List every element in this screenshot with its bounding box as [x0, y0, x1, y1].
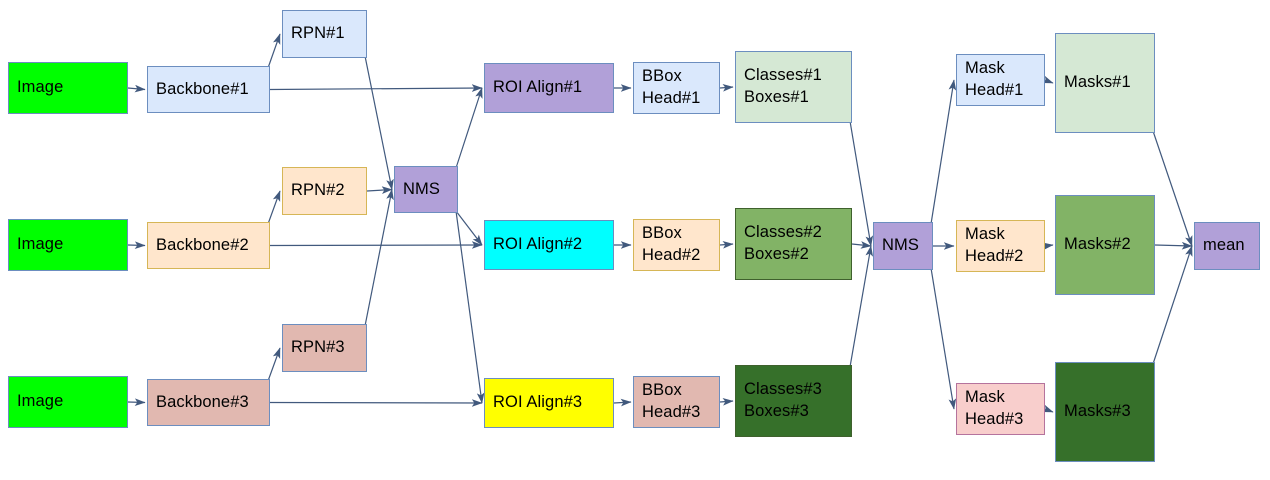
node-label-roialign1: ROI Align#1	[493, 78, 583, 97]
edge-classes3-to-nms2	[849, 245, 874, 368]
edge-roialign3-to-bboxhead3	[613, 398, 632, 407]
edge-nms1-to-roialign2	[455, 210, 483, 246]
edge-bboxhead3-to-classes3	[719, 397, 734, 406]
node-image1[interactable]: Image	[8, 62, 128, 114]
node-masks3[interactable]: Masks#3	[1055, 362, 1155, 462]
node-label-backbone1: Backbone#1	[156, 79, 249, 98]
node-label-maskhead2: Mask Head#2	[965, 225, 1024, 265]
node-label-maskhead3: Mask Head#3	[965, 388, 1024, 428]
edge-rpn1-to-nms1	[364, 55, 394, 191]
edge-image3-to-backbone3	[127, 398, 146, 407]
node-maskhead1[interactable]: Mask Head#1	[956, 54, 1045, 106]
edge-bboxhead2-to-classes2	[719, 240, 734, 249]
edge-rpn2-to-nms1	[366, 186, 393, 194]
edge-rpn3-to-nms1	[364, 188, 394, 327]
edge-backbone2-to-roialign2	[269, 241, 483, 249]
edge-backbone2-to-rpn2	[267, 190, 281, 225]
node-label-masks1: Masks#1	[1064, 73, 1131, 92]
edge-masks3-to-mean	[1152, 245, 1193, 365]
node-maskhead2[interactable]: Mask Head#2	[956, 220, 1045, 272]
edge-maskhead2-to-masks2	[1042, 242, 1054, 251]
node-masks1[interactable]: Masks#1	[1055, 33, 1155, 133]
node-label-classes3: Classes#3 Boxes#3	[744, 380, 822, 420]
node-label-rpn3: RPN#3	[291, 338, 345, 357]
node-backbone1[interactable]: Backbone#1	[147, 66, 270, 113]
node-backbone2[interactable]: Backbone#2	[147, 222, 270, 269]
edge-backbone3-to-rpn3	[267, 347, 281, 382]
node-label-roialign3: ROI Align#3	[493, 393, 583, 412]
node-label-rpn2: RPN#2	[291, 181, 345, 200]
edge-image1-to-backbone1	[127, 84, 146, 93]
node-mean[interactable]: mean	[1194, 222, 1260, 270]
node-label-image1: Image	[17, 78, 64, 97]
edge-classes1-to-nms2	[849, 120, 874, 247]
node-classes3[interactable]: Classes#3 Boxes#3	[735, 365, 852, 437]
node-rpn2[interactable]: RPN#2	[282, 167, 367, 215]
node-label-nms2: NMS	[882, 236, 919, 255]
edge-nms1-to-roialign1	[455, 87, 483, 169]
node-label-backbone3: Backbone#3	[156, 392, 249, 411]
edge-backbone1-to-rpn1	[267, 33, 281, 69]
node-label-rpn1: RPN#1	[291, 24, 345, 43]
node-label-bboxhead3: BBox Head#3	[642, 381, 701, 421]
node-label-bboxhead1: BBox Head#1	[642, 67, 701, 107]
node-label-bboxhead2: BBox Head#2	[642, 224, 701, 264]
edge-masks1-to-mean	[1152, 130, 1193, 247]
node-label-backbone2: Backbone#2	[156, 235, 249, 254]
node-label-masks2: Masks#2	[1064, 235, 1131, 254]
edge-bboxhead1-to-classes1	[719, 83, 734, 92]
edge-maskhead1-to-masks1	[1042, 75, 1054, 84]
edge-backbone3-to-roialign3	[269, 399, 483, 407]
edge-classes2-to-nms2	[851, 241, 872, 249]
node-label-maskhead1: Mask Head#1	[965, 59, 1024, 99]
node-nms1[interactable]: NMS	[394, 166, 458, 213]
node-bboxhead2[interactable]: BBox Head#2	[633, 219, 720, 271]
node-label-nms1: NMS	[403, 179, 440, 198]
node-rpn3[interactable]: RPN#3	[282, 324, 367, 372]
edge-nms1-to-roialign3	[455, 210, 485, 404]
node-label-image2: Image	[17, 235, 64, 254]
node-label-classes1: Classes#1 Boxes#1	[744, 66, 822, 106]
node-label-classes2: Classes#2 Boxes#2	[744, 223, 822, 263]
node-image2[interactable]: Image	[8, 219, 128, 271]
node-label-mean: mean	[1203, 236, 1245, 255]
edge-nms2-to-maskhead1	[930, 79, 957, 225]
node-roialign2[interactable]: ROI Align#2	[484, 220, 614, 270]
node-bboxhead1[interactable]: BBox Head#1	[633, 62, 720, 114]
node-classes2[interactable]: Classes#2 Boxes#2	[735, 208, 852, 280]
node-image3[interactable]: Image	[8, 376, 128, 428]
node-nms2[interactable]: NMS	[873, 222, 933, 270]
node-roialign3[interactable]: ROI Align#3	[484, 378, 614, 428]
node-bboxhead3[interactable]: BBox Head#3	[633, 376, 720, 428]
edge-maskhead3-to-masks3	[1042, 404, 1054, 413]
node-backbone3[interactable]: Backbone#3	[147, 379, 270, 426]
node-rpn1[interactable]: RPN#1	[282, 10, 367, 58]
node-label-roialign2: ROI Align#2	[493, 235, 583, 254]
node-label-image3: Image	[17, 392, 64, 411]
edge-nms2-to-maskhead3	[930, 267, 957, 410]
edge-backbone1-to-roialign1	[269, 84, 483, 92]
node-maskhead3[interactable]: Mask Head#3	[956, 383, 1045, 435]
node-roialign1[interactable]: ROI Align#1	[484, 63, 614, 113]
node-masks2[interactable]: Masks#2	[1055, 195, 1155, 295]
node-label-masks3: Masks#3	[1064, 402, 1131, 421]
edge-image2-to-backbone2	[127, 241, 146, 250]
node-classes1[interactable]: Classes#1 Boxes#1	[735, 51, 852, 123]
edge-masks2-to-mean	[1154, 241, 1193, 250]
